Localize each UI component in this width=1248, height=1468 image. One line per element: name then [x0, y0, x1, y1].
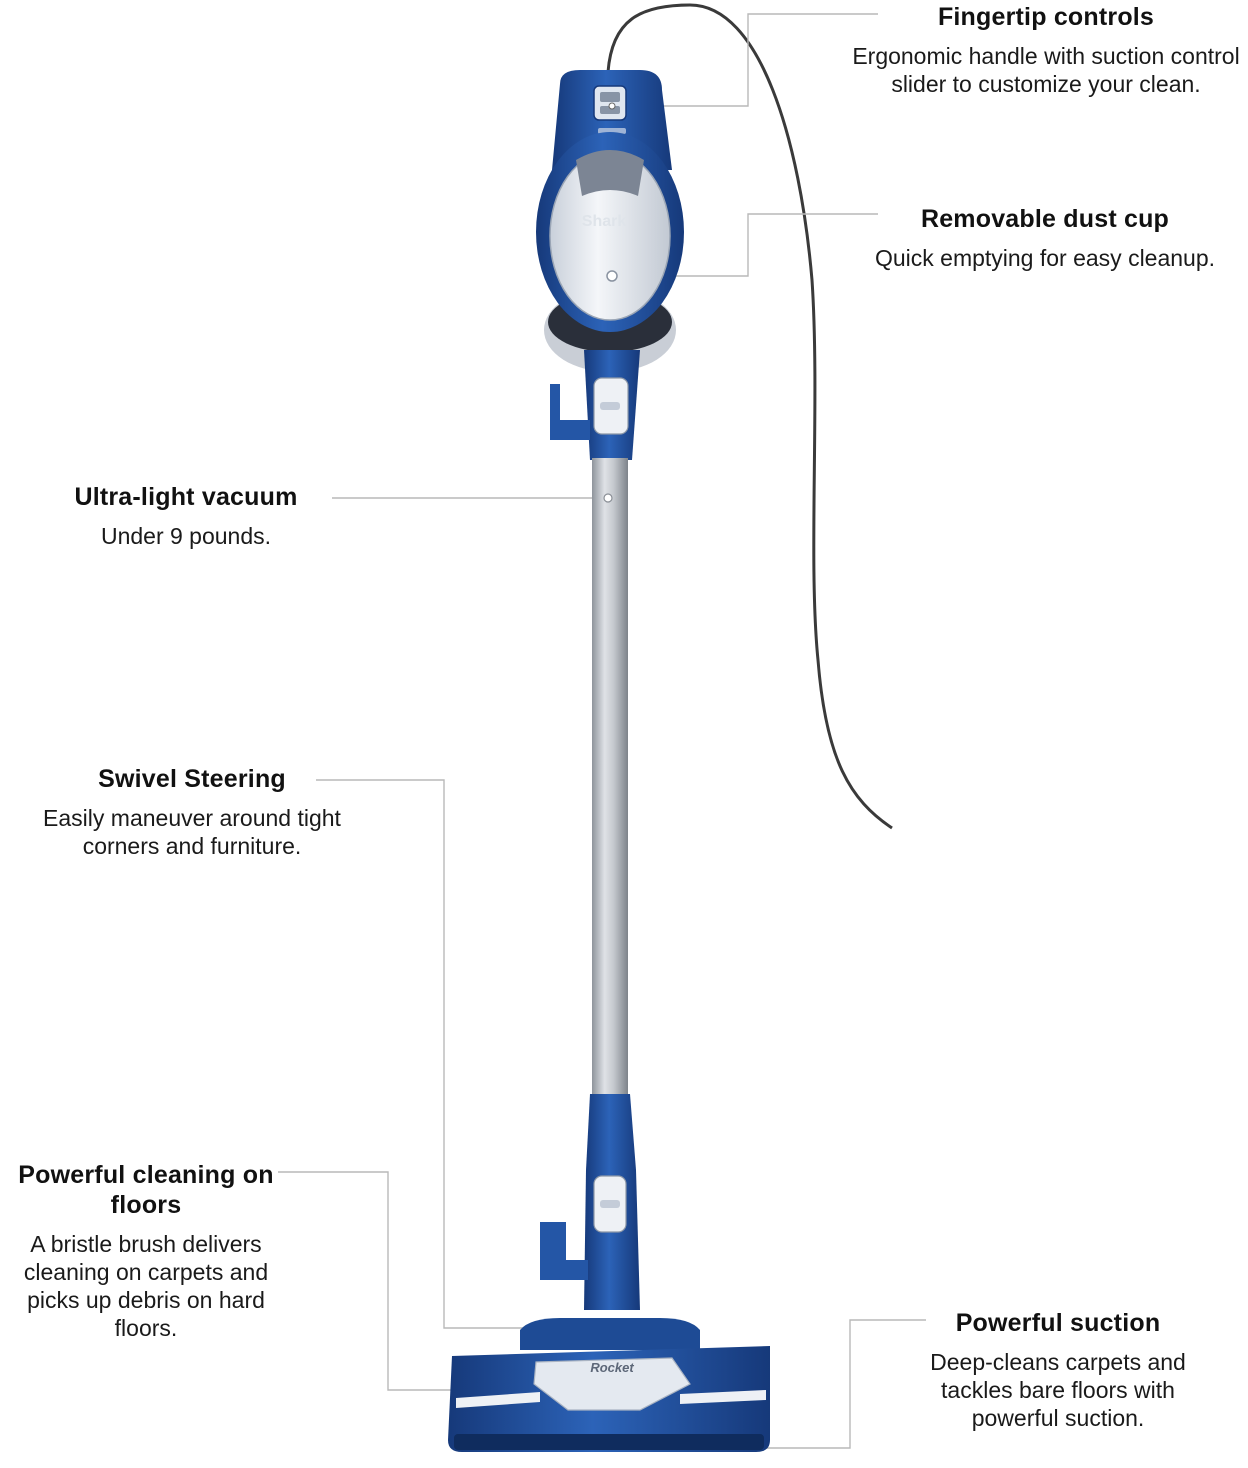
callout-ultra-light-desc: Under 9 pounds. [100, 523, 272, 549]
leader-fingertip [612, 13, 878, 107]
dust-cup-body: Shark [536, 132, 684, 372]
callout-ultra-light: Ultra-light vacuum Under 9 pounds. [48, 482, 324, 550]
callout-floors: Powerful cleaning on floors A bristle br… [0, 1160, 292, 1342]
nozzle-brand-mark: Rocket [590, 1360, 634, 1375]
floor-nozzle: Rocket [448, 1318, 770, 1452]
callout-floors-desc: A bristle brush delivers cleaning on car… [23, 1231, 269, 1341]
callout-swivel-title: Swivel Steering [98, 765, 286, 793]
lower-body [540, 1094, 640, 1334]
callout-fingertip: Fingertip controls Ergonomic handle with… [846, 2, 1246, 98]
callout-dust-cup: Removable dust cup Quick emptying for ea… [842, 204, 1248, 272]
callout-floors-title: Powerful cleaning on floors [18, 1161, 274, 1219]
callout-suction-desc: Deep-cleans carpets and tackles bare flo… [930, 1349, 1186, 1431]
callout-ultra-light-title: Ultra-light vacuum [74, 483, 298, 511]
callout-suction: Powerful suction Deep-cleans carpets and… [898, 1308, 1218, 1432]
callout-fingertip-title: Fingertip controls [937, 3, 1155, 31]
callout-dust-cup-title: Removable dust cup [920, 205, 1170, 233]
callout-fingertip-desc: Ergonomic handle with suction control sl… [852, 43, 1240, 97]
vacuum-wand [592, 458, 628, 1098]
power-cord [606, 3, 893, 830]
callout-swivel-desc: Easily maneuver around tight corners and… [43, 805, 341, 859]
callout-swivel: Swivel Steering Easily maneuver around t… [40, 764, 344, 860]
leader-dust-cup [612, 213, 878, 277]
callout-dust-cup-desc: Quick emptying for easy cleanup. [874, 245, 1216, 271]
vacuum-neck [550, 350, 640, 460]
brand-mark: Shark [582, 213, 627, 230]
callout-suction-title: Powerful suction [955, 1309, 1161, 1337]
leader-suction [722, 1319, 926, 1449]
